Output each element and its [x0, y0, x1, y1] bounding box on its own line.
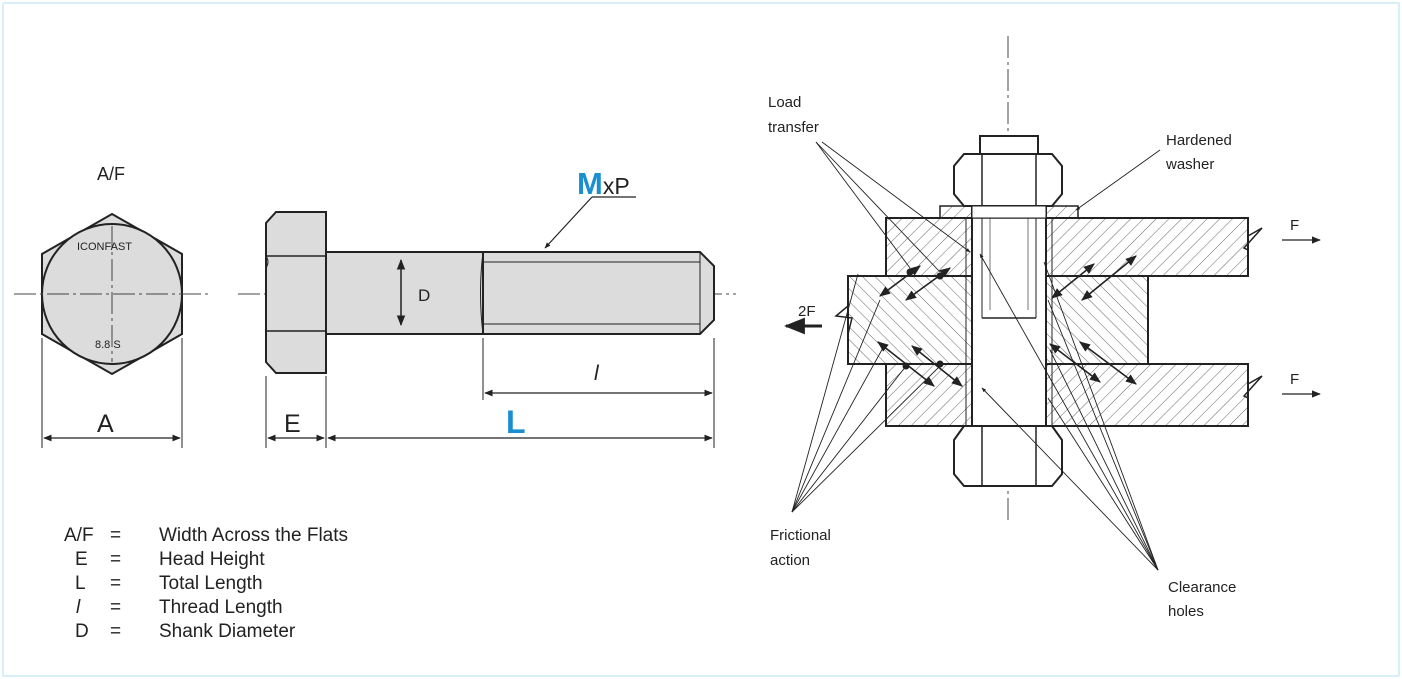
legend: A/F = Width Across the Flats E = Head He…	[64, 525, 348, 642]
hardened-washer-label-2: washer	[1165, 156, 1214, 173]
hex-head-end-view: A/F ICONFAST 8.8 S A	[14, 164, 210, 448]
legend-row: A/F = Width Across the Flats	[64, 525, 348, 546]
hardened-washer-label-1: Hardened	[1166, 132, 1232, 149]
dim-d-label: D	[418, 286, 430, 305]
af-label: A/F	[97, 164, 125, 184]
brand-mark: ICONFAST	[77, 241, 132, 253]
force-left-label: 2F	[798, 303, 816, 320]
legend-row: D = Shank Diameter	[75, 621, 296, 642]
legend-symbol: A/F	[64, 525, 94, 546]
legend-row: E = Head Height	[75, 549, 265, 570]
legend-symbol: E	[75, 549, 88, 570]
load-transfer-label-1: Load	[768, 94, 801, 111]
thread-m-letter: M	[577, 166, 603, 201]
bolt-head-side	[265, 211, 327, 374]
clearance-holes-label-1: Clearance	[1168, 579, 1236, 596]
legend-symbol: L	[75, 573, 86, 594]
legend-description: Thread Length	[159, 597, 283, 618]
legend-symbol: D	[75, 621, 89, 642]
nut	[953, 135, 1063, 207]
force-top-label: F	[1290, 217, 1299, 234]
legend-row: l = Thread Length	[76, 597, 283, 618]
bolt-shank	[325, 251, 484, 335]
frictional-action-label-1: Frictional	[770, 527, 831, 544]
legend-equals: =	[110, 597, 121, 618]
legend-equals: =	[110, 621, 121, 642]
legend-description: Total Length	[159, 573, 263, 594]
legend-equals: =	[110, 549, 121, 570]
legend-description: Shank Diameter	[159, 621, 296, 642]
bolt-thread	[482, 251, 715, 335]
bolt-head-section	[953, 425, 1063, 487]
dim-l-label: l	[594, 362, 600, 385]
dim-e-label: E	[284, 410, 301, 438]
thread-pitch-letters: xP	[603, 173, 630, 199]
legend-equals: =	[110, 525, 121, 546]
legend-symbol: l	[76, 597, 81, 618]
legend-description: Head Height	[159, 549, 265, 570]
grade-mark: 8.8 S	[95, 339, 121, 351]
thread-spec-label: MxP	[577, 166, 630, 201]
force-bottom-label: F	[1290, 371, 1299, 388]
frictional-action-label-2: action	[770, 552, 810, 569]
load-transfer-label-2: transfer	[768, 119, 819, 136]
clearance-holes-label-2: holes	[1168, 603, 1204, 620]
dim-total-l-label: L	[506, 404, 526, 440]
legend-description: Width Across the Flats	[159, 525, 348, 546]
legend-row: L = Total Length	[75, 573, 263, 594]
bolted-joint-section: Load transfer Hardened washer F F 2F Fri…	[768, 36, 1321, 620]
bolt-shank-section	[971, 205, 1047, 433]
legend-equals: =	[110, 573, 121, 594]
top-plate	[885, 217, 1263, 277]
dim-a-label: A	[97, 410, 114, 438]
bottom-plate	[885, 363, 1263, 427]
bolt-side-view: D MxP l E L	[238, 166, 736, 448]
